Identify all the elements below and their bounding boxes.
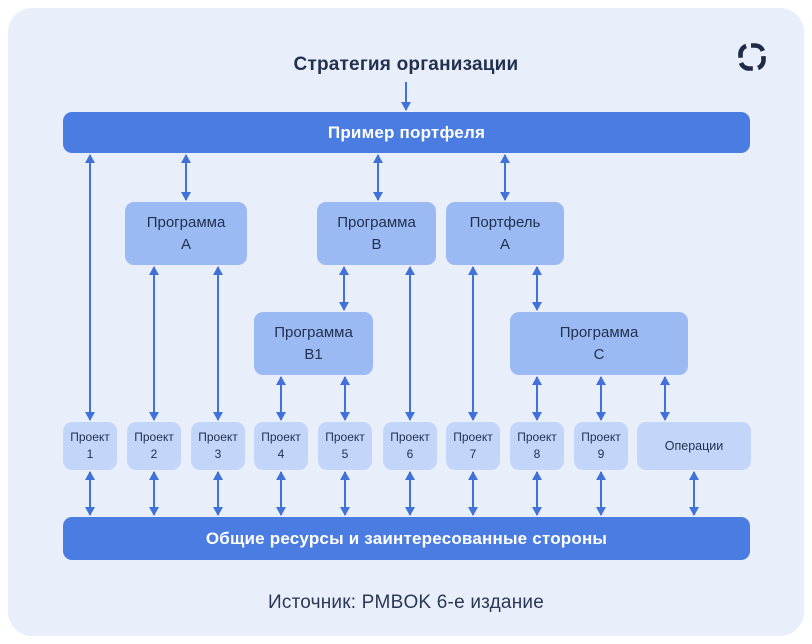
node-label: Программа — [337, 213, 416, 231]
page-title: Стратегия организации — [293, 54, 519, 75]
node-label: Программа — [559, 323, 639, 341]
connector-arrow — [596, 471, 606, 516]
node-program-c: Программа C — [510, 312, 688, 375]
resources-banner: Общие ресурсы и заинтересованные стороны — [63, 517, 750, 560]
connector-arrow — [340, 471, 350, 516]
node-sublabel: 6 — [406, 447, 414, 461]
connector-arrow — [149, 266, 159, 421]
connector-arrow — [149, 471, 159, 516]
source-caption: Источник: PMBOK 6-е издание — [268, 592, 544, 613]
node-operations: Операции — [637, 422, 751, 470]
node-sublabel: 2 — [150, 447, 158, 461]
connector-arrow — [85, 154, 95, 421]
resources-banner-label: Общие ресурсы и заинтересованные стороны — [205, 528, 608, 548]
connector-arrow — [532, 266, 542, 311]
node-project-4: Проект 4 — [254, 422, 308, 470]
node-sublabel: 4 — [277, 447, 285, 461]
node-sublabel: B — [371, 235, 382, 253]
node-project-7: Проект 7 — [446, 422, 500, 470]
node-label: Проект — [453, 430, 493, 444]
node-label: Проект — [581, 430, 621, 444]
connector-arrow — [468, 266, 478, 421]
node-program-b1: Программа B1 — [254, 312, 373, 375]
node-project-5: Проект 5 — [318, 422, 372, 470]
connector-arrow — [468, 471, 478, 516]
node-label: Операции — [664, 439, 724, 453]
node-portfolio-a: Портфель A — [446, 202, 564, 265]
connector-arrow — [181, 154, 191, 201]
connector-arrow — [213, 266, 223, 421]
connector-arrow — [276, 471, 286, 516]
node-label: Программа — [146, 213, 226, 231]
node-label: Проект — [70, 430, 110, 444]
connector-arrow — [213, 471, 223, 516]
node-project-8: Проект 8 — [510, 422, 564, 470]
brand-logo-icon — [738, 43, 766, 71]
node-project-3: Проект 3 — [191, 422, 245, 470]
connector-arrow — [689, 471, 699, 516]
node-project-6: Проект 6 — [383, 422, 437, 470]
node-project-9: Проект 9 — [574, 422, 628, 470]
node-program-a: Программа A — [125, 202, 247, 265]
node-sublabel: 7 — [469, 447, 477, 461]
connector-arrow — [405, 471, 415, 516]
node-sublabel: B1 — [304, 345, 323, 363]
connector-arrow — [596, 376, 606, 421]
node-sublabel: 9 — [597, 447, 605, 461]
node-sublabel: 5 — [341, 447, 349, 461]
portfolio-banner-label: Пример портфеля — [327, 122, 486, 142]
node-label: Проект — [261, 430, 301, 444]
node-sublabel: C — [593, 345, 605, 363]
portfolio-banner: Пример портфеля — [63, 112, 750, 153]
connector-arrow — [373, 154, 383, 201]
connector-arrow — [500, 154, 510, 201]
node-project-1: Проект 1 — [63, 422, 117, 470]
node-sublabel: 8 — [533, 447, 541, 461]
connector-arrow — [339, 266, 349, 311]
node-label: Проект — [198, 430, 238, 444]
node-label: Проект — [390, 430, 430, 444]
connector-arrow — [340, 376, 350, 421]
node-sublabel: 3 — [214, 447, 222, 461]
node-label: Проект — [517, 430, 557, 444]
connector-arrow — [401, 82, 411, 111]
node-sublabel: A — [180, 235, 191, 253]
node-sublabel: 1 — [86, 447, 94, 461]
connector-arrow — [532, 471, 542, 516]
node-label: Проект — [325, 430, 365, 444]
connector-arrow — [85, 471, 95, 516]
connector-arrow — [532, 376, 542, 421]
node-label: Проект — [134, 430, 174, 444]
node-label: Портфель — [469, 213, 541, 231]
connector-arrow — [405, 266, 415, 421]
connector-arrow — [276, 376, 286, 421]
node-sublabel: A — [499, 235, 510, 253]
node-label: Программа — [274, 323, 353, 341]
connector-arrow — [660, 376, 670, 421]
node-program-b: Программа B — [317, 202, 436, 265]
node-project-2: Проект 2 — [127, 422, 181, 470]
